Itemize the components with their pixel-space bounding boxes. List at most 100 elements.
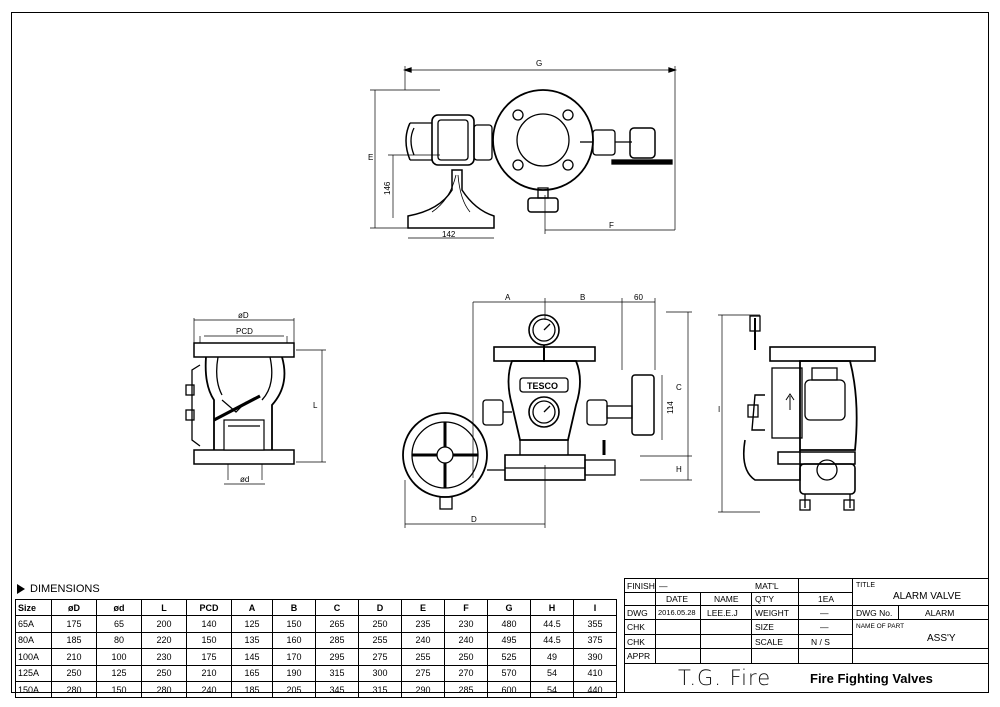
dims-cell: 375 [573, 631, 617, 650]
weight-label: WEIGHT [755, 608, 789, 618]
triangle-icon [17, 584, 25, 595]
dims-cell: 160 [272, 631, 316, 650]
dimensions-heading: DIMENSIONS [17, 583, 100, 595]
dims-cell: 185 [51, 631, 97, 650]
dims-header-cell: øD [51, 598, 97, 617]
scale-label: SCALE [755, 637, 783, 647]
dims-cell: 175 [51, 615, 97, 633]
tesco-logo: TESCO [527, 381, 558, 391]
dim-label-114: 114 [666, 401, 675, 414]
finish-label: FINISH [627, 581, 655, 591]
dims-cell: 49 [530, 648, 574, 666]
dim-label-d: D [471, 515, 477, 524]
dims-cell: 150 [96, 680, 142, 699]
dim-label-g: G [536, 59, 542, 68]
dims-cell: 275 [401, 664, 445, 682]
dims-cell: 250 [51, 664, 97, 682]
finish-value: — [659, 581, 668, 591]
dims-header-cell: G [487, 598, 531, 617]
dims-cell: 125 [96, 664, 142, 682]
dims-cell: 280 [51, 680, 97, 699]
chk-label-1: CHK [627, 622, 645, 632]
dims-cell: 65A [15, 615, 52, 633]
dim-label-c: C [676, 383, 682, 392]
dims-header-cell: C [315, 598, 359, 617]
dims-cell: 240 [444, 631, 488, 650]
dims-cell: 250 [444, 648, 488, 666]
title-block: FINISH — DATE NAME DWG 2016.05.28 LEE.E.… [624, 578, 989, 693]
dims-cell: 175 [186, 648, 232, 666]
dwg-label: DWG [627, 608, 648, 618]
dims-cell: 100A [15, 648, 52, 666]
dims-cell: 44.5 [530, 615, 574, 633]
company-subtitle: Fire Fighting Valves [810, 671, 933, 686]
part-label: NAME OF PART [856, 623, 905, 630]
dims-cell: 285 [444, 680, 488, 699]
dims-cell: 250 [358, 615, 402, 633]
dims-cell: 295 [315, 648, 359, 666]
dims-cell: 135 [231, 631, 273, 650]
dims-cell: 250 [141, 664, 187, 682]
qty-label: QT'Y [755, 594, 775, 604]
dims-cell: 300 [358, 664, 402, 682]
dims-header-cell: B [272, 598, 316, 617]
dims-cell: 315 [358, 680, 402, 699]
dim-label-142: 142 [442, 230, 456, 239]
dims-cell: 150 [186, 631, 232, 650]
dims-cell: 240 [186, 680, 232, 699]
dims-header-cell: E [401, 598, 445, 617]
dims-cell: 285 [315, 631, 359, 650]
dims-cell: 54 [530, 664, 574, 682]
dwgno-value: ALARM [925, 608, 955, 618]
dim-label-phi-d-outer: øD [238, 311, 249, 320]
dims-cell: 205 [272, 680, 316, 699]
dims-cell: 265 [315, 615, 359, 633]
dims-header-cell: ød [96, 598, 142, 617]
dim-label-60: 60 [634, 293, 643, 302]
dims-header-cell: L [141, 598, 187, 617]
dims-header-cell: I [573, 598, 617, 617]
dwg-name: LEE.E.J [707, 608, 738, 618]
dim-label-phi-d-inner: ød [240, 475, 249, 484]
dim-label-h: H [676, 465, 682, 474]
dims-cell: 495 [487, 631, 531, 650]
dims-cell: 480 [487, 615, 531, 633]
dims-cell: 410 [573, 664, 617, 682]
dims-cell: 255 [358, 631, 402, 650]
dim-label-pcd: PCD [236, 327, 253, 336]
dims-cell: 200 [141, 615, 187, 633]
dims-cell: 125A [15, 664, 52, 682]
dims-header-cell: D [358, 598, 402, 617]
dims-cell: 525 [487, 648, 531, 666]
dims-cell: 170 [272, 648, 316, 666]
top-view [370, 66, 678, 239]
dims-cell: 100 [96, 648, 142, 666]
dims-cell: 65 [96, 615, 142, 633]
dim-label-f: F [609, 221, 614, 230]
date-label: DATE [666, 594, 689, 604]
dims-header-cell: Size [15, 598, 52, 617]
dims-cell: 145 [231, 648, 273, 666]
dims-cell: 140 [186, 615, 232, 633]
dims-cell: 80A [15, 631, 52, 650]
dim-label-e: E [368, 153, 373, 162]
dims-cell: 54 [530, 680, 574, 699]
size-value: — [820, 622, 829, 632]
dims-cell: 80 [96, 631, 142, 650]
dims-cell: 220 [141, 631, 187, 650]
dims-cell: 600 [487, 680, 531, 699]
dimensions-title-text: DIMENSIONS [30, 583, 100, 595]
company-name: T.G. Fire [678, 666, 772, 690]
dims-cell: 235 [401, 615, 445, 633]
dims-header-cell: F [444, 598, 488, 617]
dims-cell: 150 [272, 615, 316, 633]
